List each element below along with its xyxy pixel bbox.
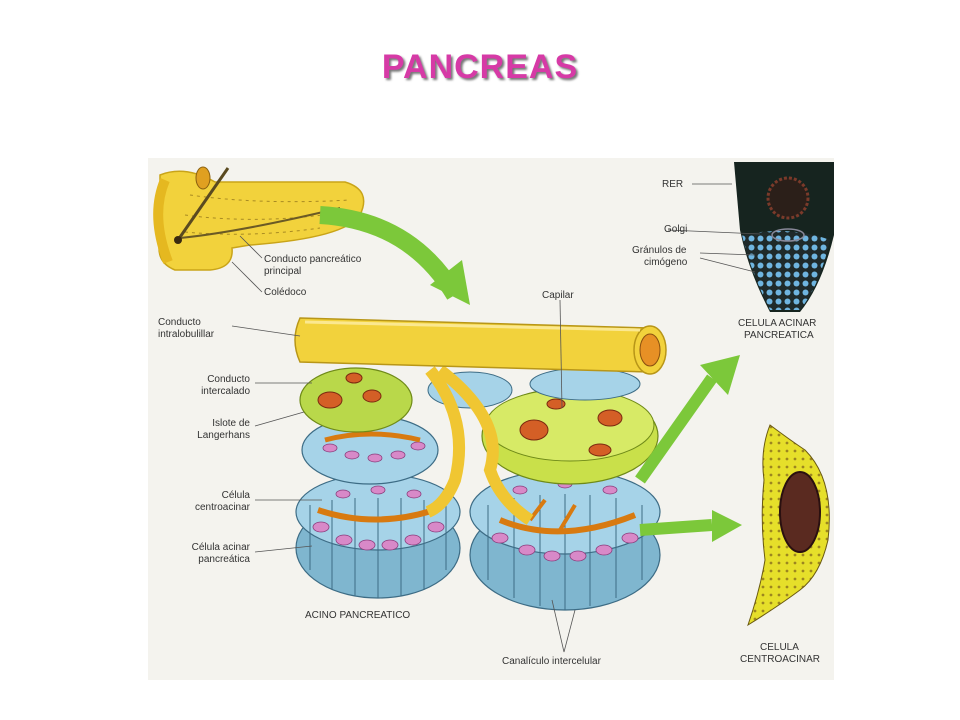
label-celula-centroacinar: Célula (222, 490, 251, 501)
page-title: PANCREAS (381, 48, 579, 86)
label-granulos-2: cimógeno (644, 257, 688, 268)
caption-celula-centroacinar: CELULA (760, 642, 799, 653)
centroacinar-cell-micrograph (747, 424, 830, 627)
islet-of-langerhans-right (481, 387, 659, 485)
arrow-head-1 (430, 260, 470, 305)
acinus-left-upper (301, 415, 439, 485)
label-conducto-intercalado-2: intercalado (201, 386, 250, 397)
arrow-to-acinar-cell (635, 374, 717, 484)
label-conducto-pancreatico-2: principal (264, 266, 301, 277)
arrow-to-centroacinar-cell (639, 519, 713, 536)
arrow-head-3 (712, 510, 742, 542)
acinar-cell-micrograph (734, 162, 834, 312)
label-capilar: Capilar (542, 290, 574, 301)
intercalated-duct-right (436, 365, 534, 525)
label-canaliculo: Canalículo intercelular (502, 656, 602, 667)
acinus-left-lower (295, 473, 461, 599)
label-conducto-pancreatico: Conducto pancreático (264, 254, 362, 265)
label-celula-acinar-2: pancreática (198, 554, 250, 565)
label-conducto-intralobulillar: Conducto (158, 317, 201, 328)
label-celula-centroacinar-2: centroacinar (195, 502, 251, 513)
label-islote-2: Langerhans (197, 430, 250, 441)
intralobular-duct (294, 317, 667, 375)
acinus-right-lower (469, 469, 661, 611)
label-conducto-intralobulillar-2: intralobulillar (158, 329, 215, 340)
islet-of-langerhans-left (299, 367, 413, 433)
leader-lines (231, 183, 761, 653)
label-golgi: Golgi (664, 224, 687, 235)
label-conducto-intercalado: Conducto (207, 374, 250, 385)
arrow-head-2 (700, 355, 740, 395)
label-granulos: Gránulos de (632, 245, 687, 256)
label-rer: RER (662, 179, 683, 190)
label-celula-acinar: Célula acinar (192, 542, 251, 553)
intercalated-duct-left (425, 366, 466, 518)
caption-celula-centroacinar-2: CENTROACINAR (740, 654, 820, 665)
label-coledoco: Colédoco (264, 287, 307, 298)
label-islote: Islote de (212, 418, 250, 429)
label-acino-pancreatico: ACINO PANCREATICO (305, 610, 410, 621)
pancreas-organ (153, 166, 365, 271)
caption-celula-acinar: CELULA ACINAR (738, 318, 816, 329)
caption-celula-acinar-2: PANCREATICA (744, 330, 814, 341)
